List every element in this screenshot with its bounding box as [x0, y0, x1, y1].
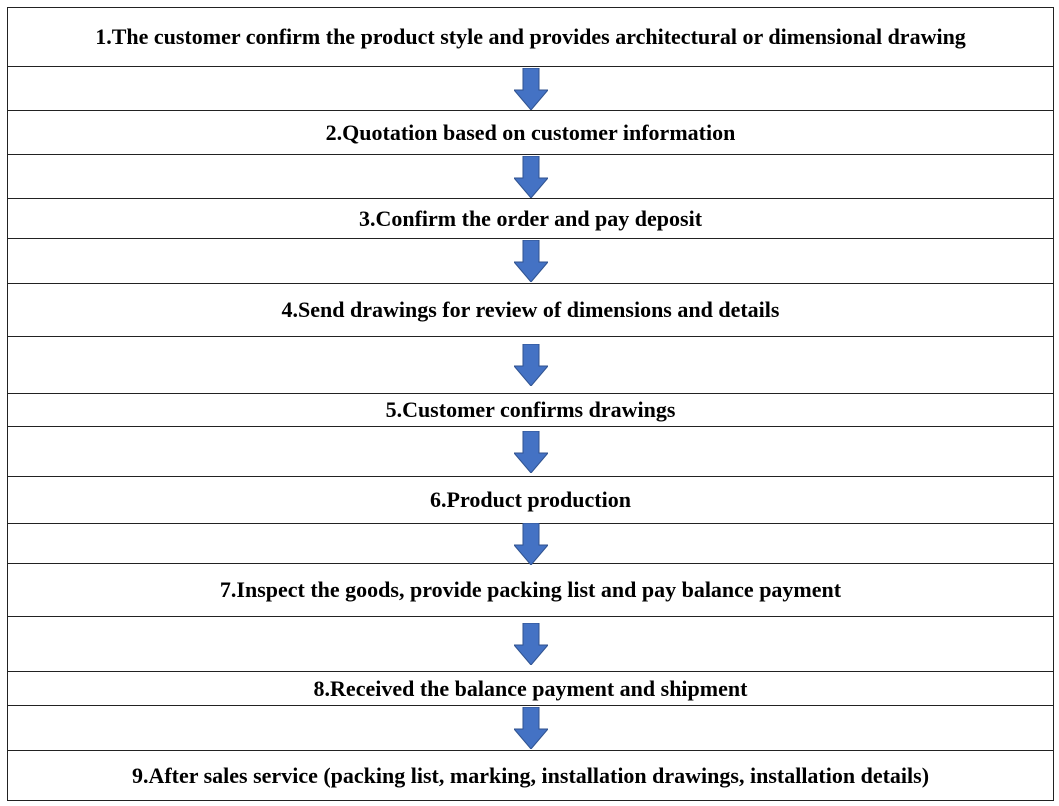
flowchart-frame: 1.The customer confirm the product style…: [7, 7, 1054, 801]
step-label-4: 4.Send drawings for review of dimensions…: [281, 297, 780, 322]
step-row-2: 2.Quotation based on customer informatio…: [8, 111, 1053, 155]
down-arrow-icon: [513, 240, 548, 282]
step-row-3: 3.Confirm the order and pay deposit: [8, 199, 1053, 239]
arrow-row-8: [8, 706, 1053, 751]
step-row-7: 7.Inspect the goods, provide packing lis…: [8, 564, 1053, 617]
step-label-7: 7.Inspect the goods, provide packing lis…: [219, 577, 842, 602]
down-arrow-icon: [513, 522, 548, 565]
step-row-9: 9.After sales service (packing list, mar…: [8, 751, 1053, 800]
step-label-1: 1.The customer confirm the product style…: [95, 24, 966, 49]
arrow-row-5: [8, 427, 1053, 477]
step-row-4: 4.Send drawings for review of dimensions…: [8, 284, 1053, 337]
arrow-row-3: [8, 239, 1053, 284]
down-arrow-icon: [513, 155, 548, 198]
arrow-row-7: [8, 617, 1053, 672]
step-label-2: 2.Quotation based on customer informatio…: [325, 119, 736, 145]
step-label-3: 3.Confirm the order and pay deposit: [358, 205, 703, 231]
step-label-5: 5.Customer confirms drawings: [385, 397, 676, 422]
step-label-9: 9.After sales service (packing list, mar…: [131, 762, 930, 788]
arrow-row-1: [8, 67, 1053, 111]
down-arrow-icon: [513, 344, 548, 386]
step-label-6: 6.Product production: [430, 487, 631, 512]
down-arrow-icon: [513, 67, 548, 110]
step-row-5: 5.Customer confirms drawings: [8, 394, 1053, 427]
step-label-8: 8.Received the balance payment and shipm…: [313, 675, 748, 701]
step-row-6: 6.Product production: [8, 477, 1053, 524]
arrow-row-2: [8, 155, 1053, 199]
down-arrow-icon: [513, 430, 548, 473]
step-row-1: 1.The customer confirm the product style…: [8, 8, 1053, 67]
arrow-row-6: [8, 522, 1053, 565]
down-arrow-icon: [513, 623, 548, 665]
arrow-row-4: [8, 337, 1053, 394]
step-row-8: 8.Received the balance payment and shipm…: [8, 672, 1053, 706]
down-arrow-icon: [513, 707, 548, 749]
